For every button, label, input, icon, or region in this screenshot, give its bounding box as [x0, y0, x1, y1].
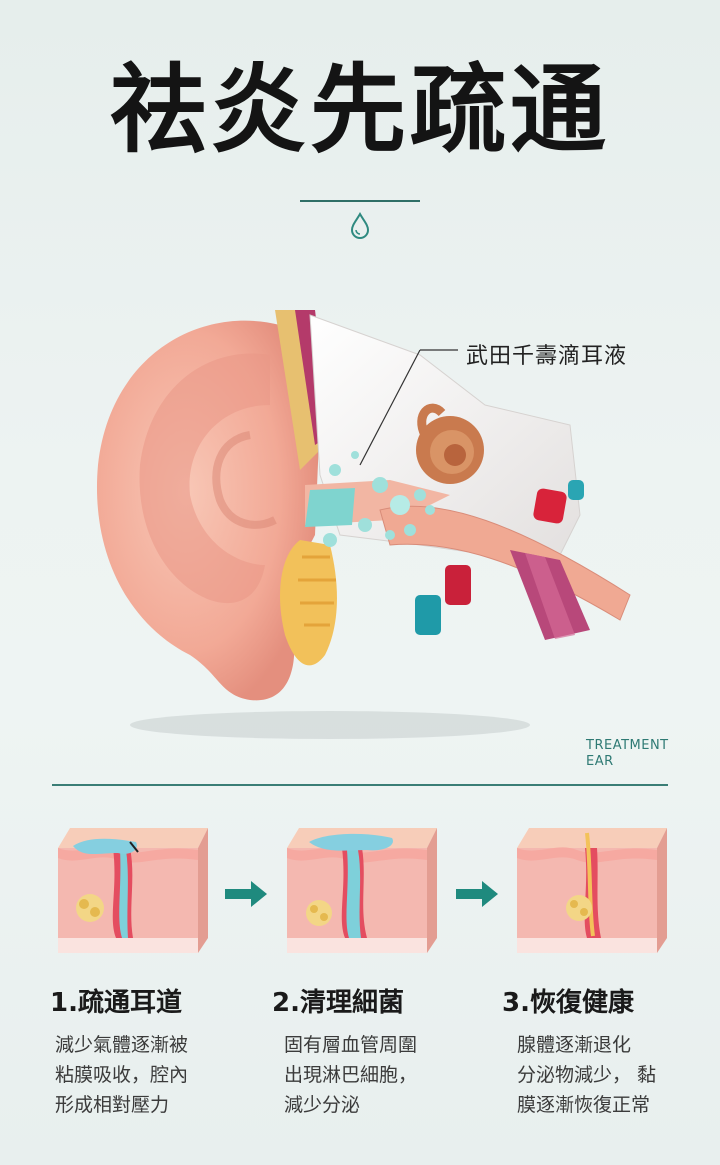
step3-desc-line: 分泌物減少， 黏 — [517, 1064, 657, 1086]
water-drop-icon — [350, 212, 370, 239]
step3-title: 3.恢復健康 — [502, 988, 634, 1018]
step1-desc-line: 減少氣體逐漸被 — [55, 1034, 189, 1056]
treatment-line2: EAR — [586, 754, 614, 769]
step2-desc-line: 固有層血管周圍 — [284, 1034, 418, 1056]
step3-desc-line: 膜逐漸恢復正常 — [517, 1094, 651, 1116]
step1-desc-line: 形成相對壓力 — [55, 1094, 170, 1116]
step1-desc-line: 粘膜吸收，腔內 — [55, 1064, 189, 1086]
arrow-right-icon — [456, 881, 498, 907]
step2-title: 2.清理細菌 — [272, 988, 404, 1018]
step2-desc-line: 出現淋巴細胞， — [284, 1064, 418, 1086]
treatment-caption: TREATMENT EAR — [586, 738, 669, 770]
title-underline — [300, 200, 420, 202]
step1-description: 減少氣體逐漸被 粘膜吸收，腔內 形成相對壓力 — [55, 1030, 240, 1120]
step3-desc-line: 腺體逐漸退化 — [517, 1034, 632, 1056]
step3-description: 腺體逐漸退化 分泌物減少， 黏 膜逐漸恢復正常 — [517, 1030, 702, 1120]
step3-image — [517, 828, 667, 953]
ear-anatomy-illustration — [96, 310, 631, 739]
step2-description: 固有層血管周圍 出現淋巴細胞， 減少分泌 — [284, 1030, 469, 1120]
callout-label: 武田千壽滴耳液 — [466, 344, 628, 369]
section-divider — [52, 784, 668, 786]
step2-desc-line: 減少分泌 — [284, 1094, 361, 1116]
step1-title: 1.疏通耳道 — [50, 988, 182, 1018]
page-title: 祛炎先疏通 — [110, 53, 610, 166]
step2-image — [287, 828, 437, 953]
treatment-line1: TREATMENT — [586, 738, 669, 753]
arrow-right-icon — [225, 881, 267, 907]
step1-image — [58, 828, 208, 953]
